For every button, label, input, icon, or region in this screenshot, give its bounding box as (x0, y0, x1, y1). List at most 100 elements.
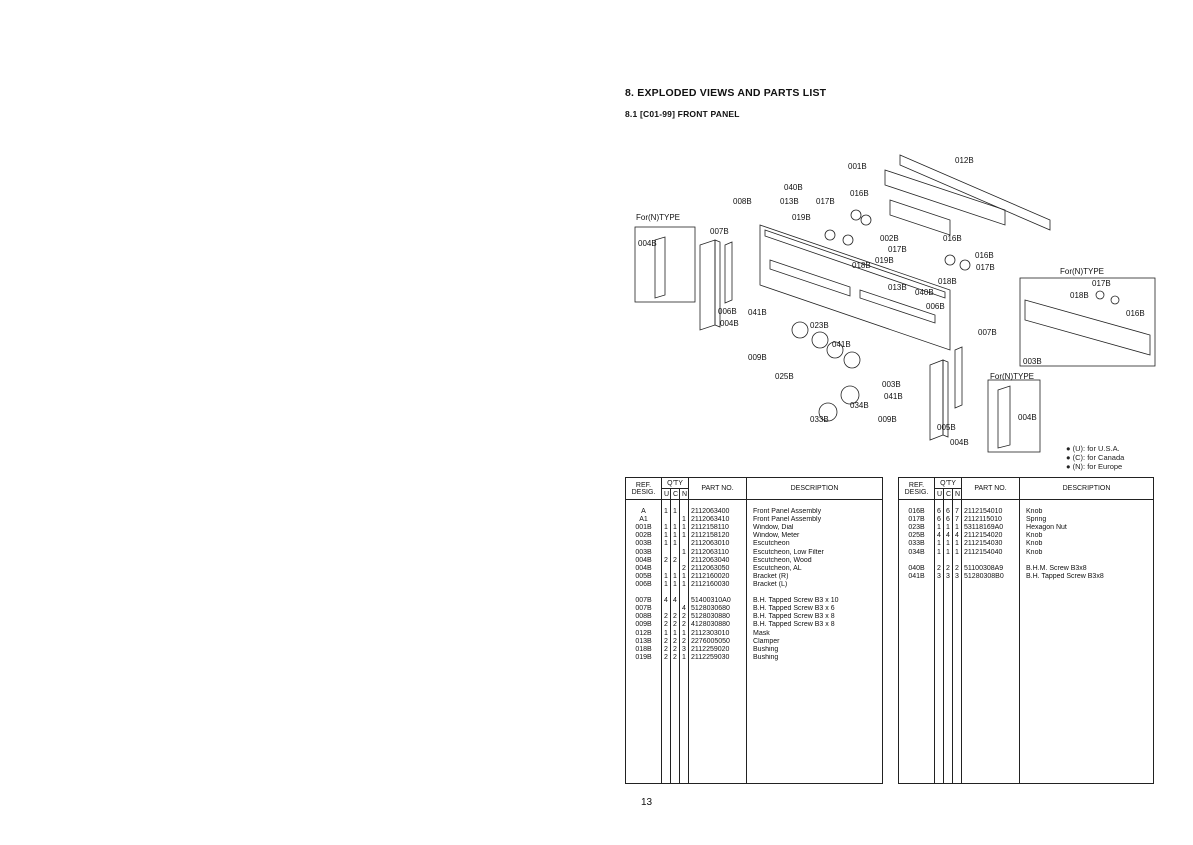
qty-header: Q'TY (933, 477, 963, 489)
qty-c-cell: 2 (943, 564, 953, 573)
diagram-label: 005B (937, 423, 956, 432)
qty-u-cell (661, 516, 671, 525)
qty-n-cell: 1 (951, 540, 963, 549)
description-cell: Front Panel Assembly (746, 516, 884, 525)
dial-window-shape (884, 169, 1006, 226)
diagram-label: 041B (832, 340, 851, 349)
description-cell: B.H. Tapped Screw B3 x 8 (746, 621, 884, 630)
diagram-label: 017B (816, 197, 835, 206)
diagram-label: 017B (976, 263, 995, 272)
part-no-cell: 4128030880 (688, 621, 748, 630)
part-no-cell: 2112115010 (961, 516, 1021, 525)
diagram-label: 016B (975, 251, 994, 260)
qty-u-header: U (661, 488, 671, 500)
diagram-label: 017B (1092, 279, 1111, 288)
description-cell: B.H. Tapped Screw B3 x 10 (746, 597, 884, 606)
ref-desig-cell: 016B (898, 508, 935, 517)
qty-c-cell: 1 (670, 508, 680, 517)
qty-c-cell: 2 (670, 613, 680, 622)
diagram-label: 016B (850, 189, 869, 198)
diagram-label: 008B (733, 197, 752, 206)
part-no-cell: 2112063400 (688, 508, 748, 517)
diagram-label: 041B (748, 308, 767, 317)
diagram-label: 033B (810, 415, 829, 424)
diagram-label: 013B (780, 197, 799, 206)
diagram-label: 007B (710, 227, 729, 236)
qty-u-cell: 1 (934, 548, 944, 557)
ref-desig-cell: 006B (625, 580, 662, 590)
table-row (898, 499, 1155, 509)
ref-desig-cell: A (625, 508, 662, 517)
ref-desig-cell: 007B (625, 605, 662, 614)
part-no-cell (688, 499, 748, 509)
qty-u-cell: 6 (934, 508, 944, 517)
qty-u-cell: 2 (661, 645, 671, 654)
description-cell: Knob (1019, 540, 1155, 549)
ref-desig-cell (625, 589, 662, 598)
qty-u-cell: 4 (934, 532, 944, 541)
qty-n-cell: 1 (678, 580, 690, 590)
qty-n-cell: 1 (678, 548, 690, 557)
qty-u-cell: 1 (661, 540, 671, 549)
description-header: DESCRIPTION (746, 477, 884, 500)
description-cell: Mask (746, 629, 884, 638)
part-no-cell: 2112154020 (961, 532, 1021, 541)
empty-cell (961, 580, 1021, 784)
inset-box-right-bottom (987, 379, 1041, 453)
qty-u-header: U (934, 488, 944, 500)
qty-c-cell: 4 (670, 597, 680, 606)
description-cell: Hexagon Nut (1019, 524, 1155, 533)
description-cell: Escutcheon (746, 540, 884, 549)
description-cell: B.H.M. Screw B3x8 (1019, 564, 1155, 573)
diagram-label: 004B (950, 438, 969, 447)
qty-n-cell (678, 589, 690, 598)
left-wood-escutcheon-shape (699, 239, 716, 331)
qty-c-cell: 1 (670, 580, 680, 590)
ref-desig-cell (898, 556, 935, 565)
ref-desig-cell: 008B (625, 613, 662, 622)
qty-u-cell: 1 (661, 532, 671, 541)
qty-n-cell (678, 508, 690, 517)
ref-desig-cell: 033B (898, 540, 935, 549)
qty-u-cell: 3 (934, 572, 944, 581)
diagram-label: 019B (875, 256, 894, 265)
qty-n-cell: 2 (678, 564, 690, 573)
description-cell: B.H. Tapped Screw B3 x 6 (746, 605, 884, 614)
empty-cell (934, 580, 944, 784)
ref-desig-cell (625, 499, 662, 509)
qty-c-cell: 1 (670, 532, 680, 541)
part-no-cell: 2112154040 (961, 548, 1021, 557)
qty-c-cell: 1 (943, 548, 953, 557)
qty-u-cell: 1 (661, 524, 671, 533)
parts-table-left: REF.DESIG. Q'TY PART NO. DESCRIPTION U C… (625, 477, 884, 784)
qty-u-cell: 2 (661, 556, 671, 565)
part-no-cell: 2112259030 (688, 653, 748, 662)
table-row (625, 499, 884, 509)
description-cell (1019, 556, 1155, 565)
qty-u-cell: 1 (661, 629, 671, 638)
diagram-label: 040B (915, 288, 934, 297)
qty-u-cell (934, 556, 944, 565)
description-header: DESCRIPTION (1019, 477, 1155, 500)
qty-n-cell: 4 (678, 605, 690, 614)
legend-item: ● (N): for Europe (1066, 462, 1123, 471)
qty-n-cell: 2 (678, 613, 690, 622)
ref-desig-cell (898, 499, 935, 509)
diagram-label: 016B (943, 234, 962, 243)
diagram-label: 009B (878, 415, 897, 424)
qty-c-cell (670, 516, 680, 525)
ref-desig-cell: 001B (625, 524, 662, 533)
description-cell: Bushing (746, 645, 884, 654)
qty-c-header: C (943, 488, 953, 500)
page-number: 13 (641, 797, 653, 808)
qty-c-cell: 2 (670, 621, 680, 630)
legend-item: ● (U): for U.S.A. (1066, 444, 1120, 453)
table-row (898, 556, 1155, 565)
